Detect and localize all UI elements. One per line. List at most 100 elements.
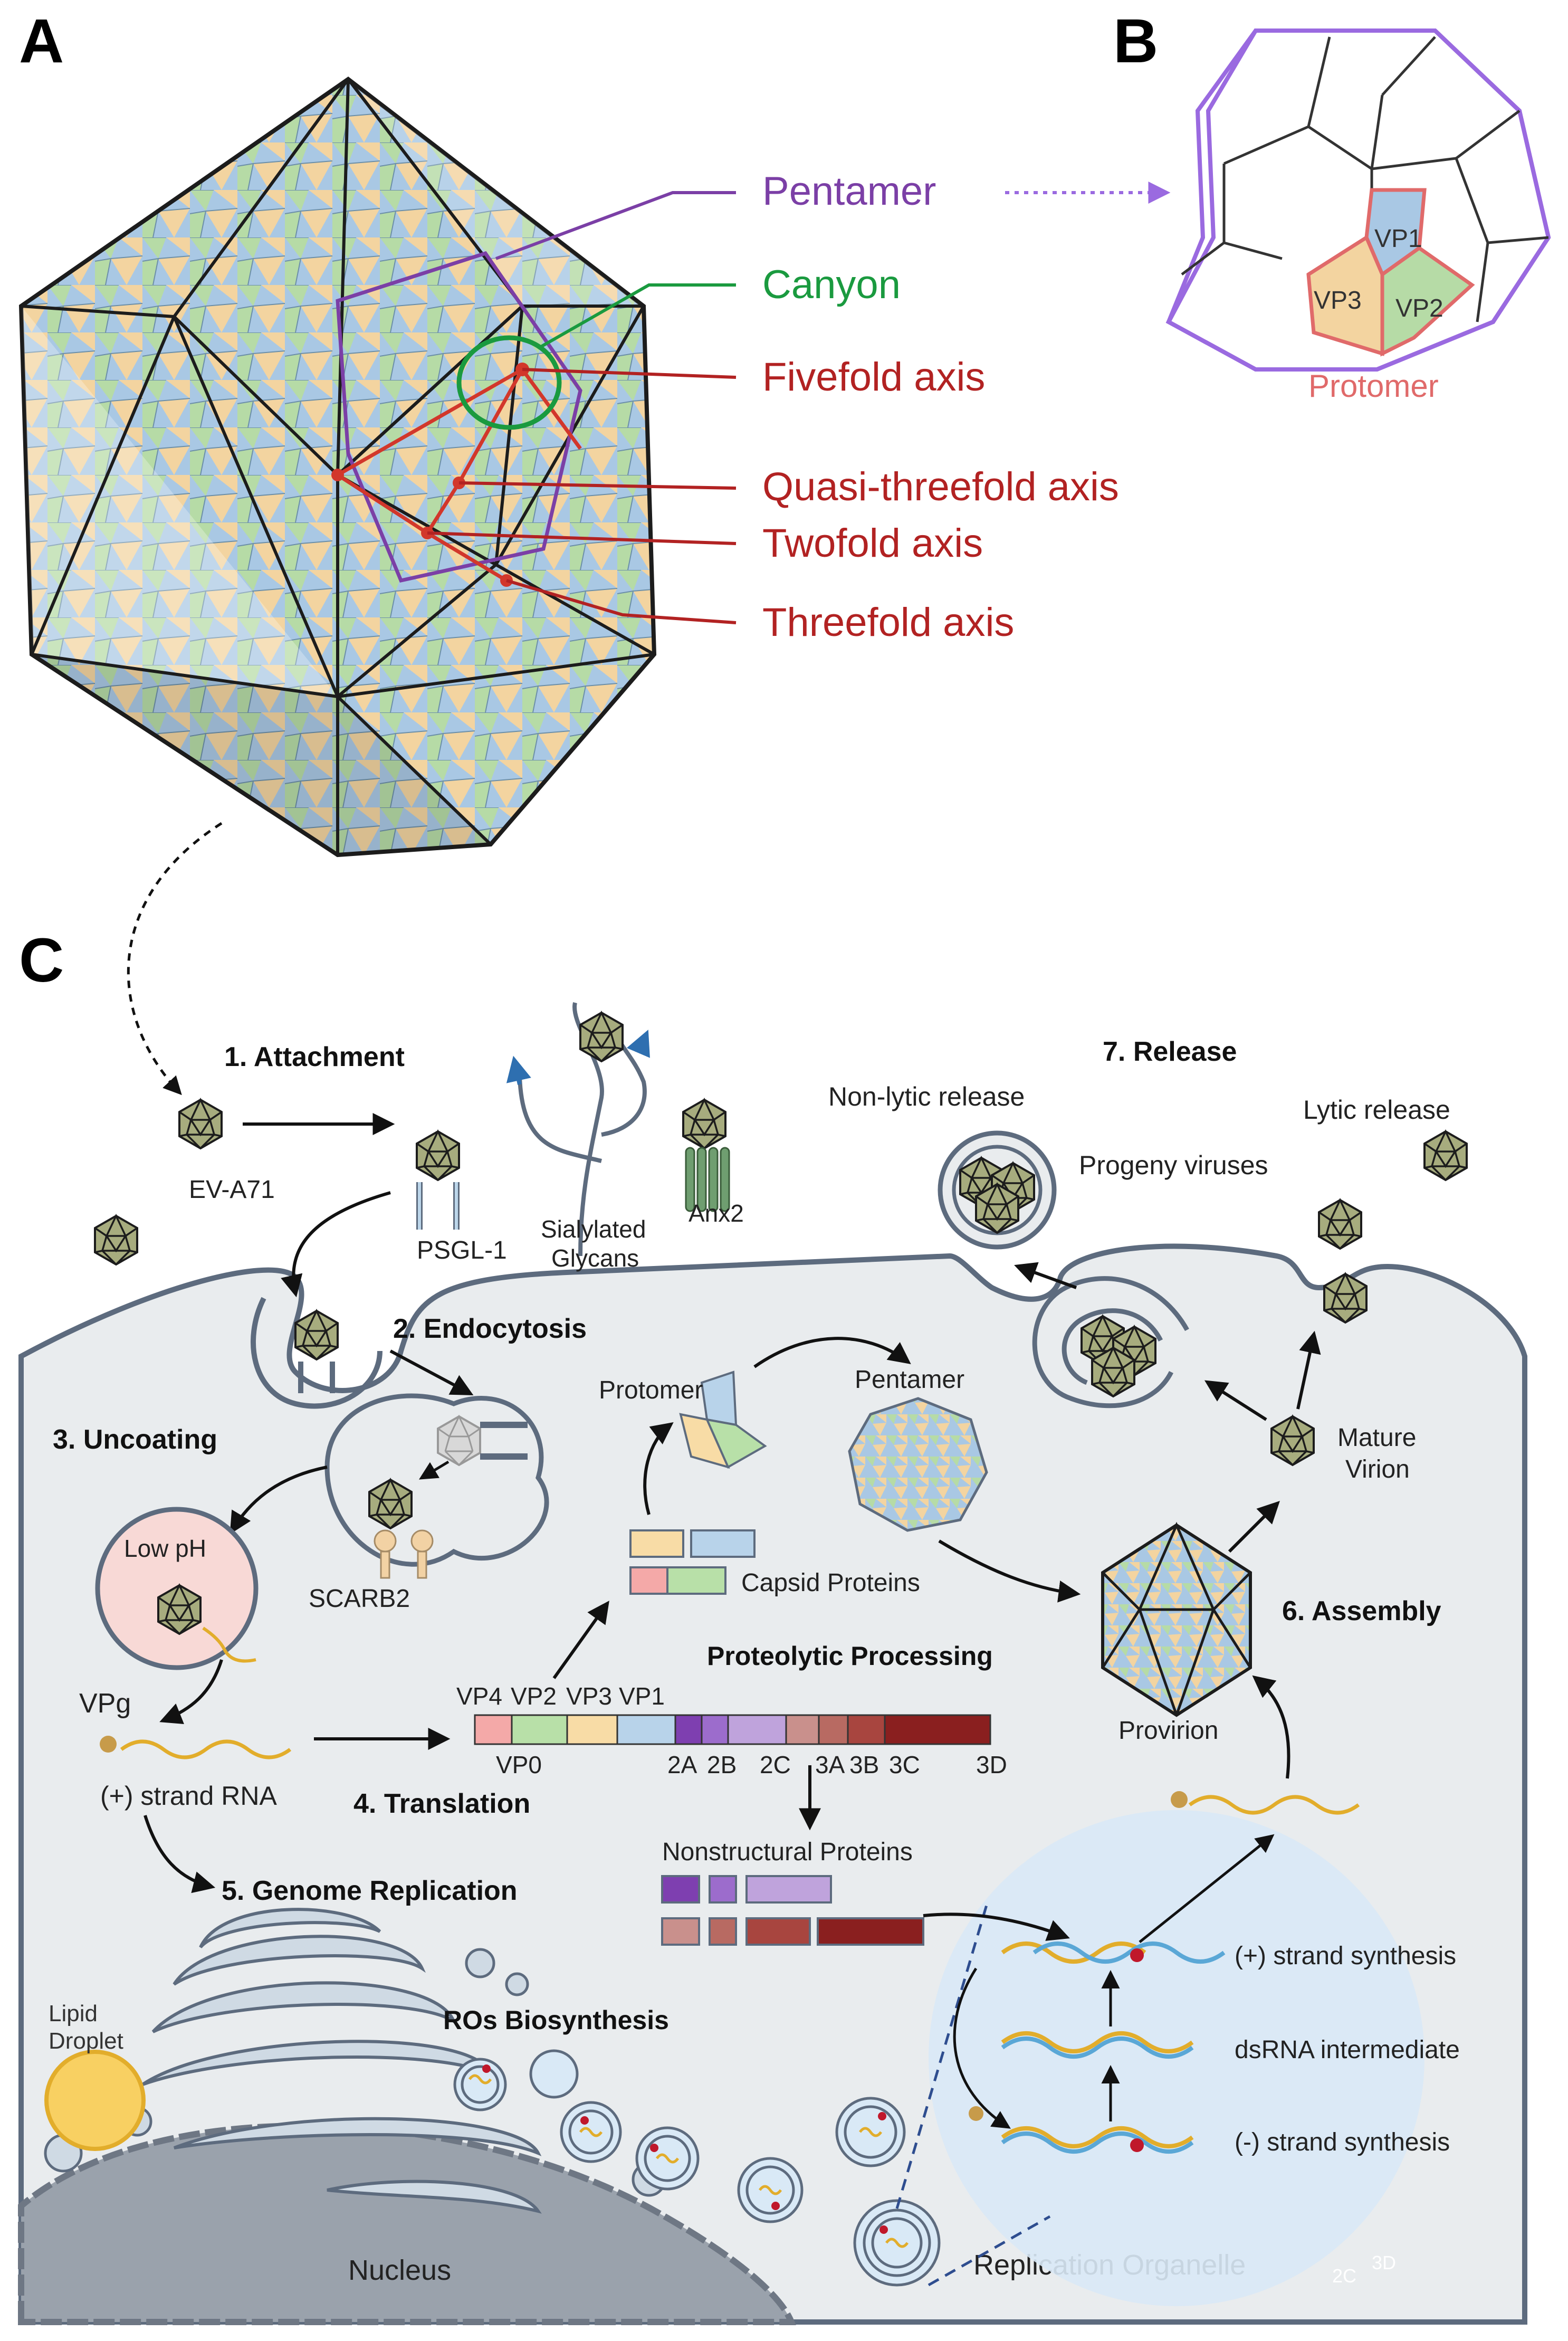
panel-label-b: B: [1113, 6, 1158, 76]
ev-a71-label: EV-A71: [189, 1176, 275, 1204]
progeny-label: Progeny viruses: [1079, 1150, 1268, 1180]
provirion-label: Provirion: [1118, 1717, 1218, 1745]
lipid-droplet: Lipid Droplet: [44, 2001, 146, 2151]
lipid-label: Lipid: [49, 2001, 98, 2026]
label-quasi-threefold-axis: Quasi-threefold axis: [762, 464, 1119, 509]
progeny-vesicle: [1032, 1276, 1189, 1409]
protomer-shape: [679, 1371, 767, 1469]
ev-a71-virus: [178, 1099, 223, 1149]
low-ph-label: Low pH: [124, 1535, 206, 1562]
polyprotein-segment-3a: [785, 1714, 820, 1745]
polyprotein-bottom-label: 3B: [849, 1751, 879, 1778]
sialylated-label: Sialylated: [541, 1215, 646, 1243]
polyprotein-segment-vp2: [511, 1714, 568, 1745]
non-lytic-label: Non-lytic release: [828, 1082, 1025, 1111]
nonstructural-label: Nonstructural Proteins: [662, 1838, 913, 1866]
released-virus-3: [1323, 1273, 1368, 1324]
scarb2-label: SCARB2: [309, 1585, 410, 1613]
low-ph-vesicle: [95, 1507, 259, 1670]
virus-on-glycans: [579, 1012, 624, 1062]
polyprotein-top-label: VP1: [619, 1682, 665, 1710]
endocytosed-virus: [294, 1310, 339, 1360]
virion-label: Virion: [1345, 1455, 1410, 1483]
free-virus-outside: [94, 1215, 138, 1265]
vp1-label: VP1: [1374, 225, 1422, 253]
provirion: [1101, 1521, 1252, 1717]
nucleus-label: Nucleus: [348, 2254, 451, 2286]
dsrna-label: dsRNA intermediate: [1235, 2036, 1460, 2064]
lytic-label: Lytic release: [1303, 1095, 1450, 1125]
protomer-c-label: Protomer: [599, 1376, 703, 1404]
step-assembly: 6. Assembly: [1282, 1596, 1441, 1626]
label-canyon: Canyon: [762, 262, 901, 307]
polyprotein-bottom-label: 3C: [889, 1751, 920, 1778]
step-translation: 4. Translation: [353, 1788, 530, 1819]
endosome: [324, 1393, 549, 1579]
arrow-capsid-to-cell: [127, 822, 223, 1096]
polyprotein-top-label: VP4: [456, 1682, 502, 1710]
polyprotein-segment-3b: [818, 1714, 849, 1745]
pentamer-schematic: VP1 VP2 VP3 Protomer: [1165, 28, 1551, 404]
polyprotein-bottom-label: 2B: [707, 1751, 737, 1778]
polyprotein-segment-2c: [727, 1714, 787, 1745]
pentamer-c: [848, 1397, 988, 1532]
polyprotein-bottom-label: 2C: [760, 1751, 791, 1778]
protomer-label: Protomer: [1308, 368, 1439, 404]
vp3-label: VP3: [1314, 287, 1362, 315]
polyprotein-segment-3d: [884, 1714, 991, 1745]
plus-synthesis-label: (+) strand synthesis: [1235, 1942, 1456, 1970]
nonstructural-blocks: [661, 1875, 924, 1946]
non-lytic-vesicle: [938, 1130, 1057, 1250]
step-endocytosis: 2. Endocytosis: [393, 1314, 587, 1344]
polyprotein-bottom-label: 2A: [667, 1751, 697, 1778]
label-twofold-axis: Twofold axis: [762, 521, 983, 566]
anx2-receptor: [682, 1099, 730, 1212]
mature-label: Mature: [1337, 1424, 1416, 1452]
proteolytic-label: Proteolytic Processing: [707, 1641, 993, 1671]
plus-rna-label: (+) strand RNA: [100, 1781, 277, 1811]
polyprotein-bottom-label: 3D: [976, 1751, 1007, 1778]
canyon-circle: [456, 335, 562, 430]
vpg-dot: [100, 1736, 117, 1753]
polyprotein-bottom-label: VP0: [496, 1751, 542, 1778]
label-fivefold-axis: Fivefold axis: [762, 355, 985, 399]
released-virus-1: [1423, 1130, 1468, 1181]
panel-label-c: C: [19, 926, 64, 995]
psgl1-label: PSGL-1: [417, 1236, 507, 1264]
label-pentamer: Pentamer: [762, 169, 936, 214]
faint-3d-label: 3D: [1372, 2252, 1396, 2273]
minus-synthesis-label: (-) strand synthesis: [1235, 2128, 1450, 2156]
panel-label-a: A: [19, 6, 64, 76]
anx2-label: Anx2: [689, 1200, 744, 1227]
pentamer-c-label: Pentamer: [855, 1366, 964, 1394]
step-genome-replication: 5. Genome Replication: [222, 1876, 518, 1906]
plus-rna-strand: [120, 1739, 292, 1759]
ros-label: ROs Biosynthesis: [443, 2005, 669, 2035]
polyprotein-segment-3c: [847, 1714, 886, 1745]
released-virus-2: [1318, 1199, 1362, 1250]
capsid-protein-blocks: [629, 1529, 756, 1595]
polyprotein-segment-vp3: [566, 1714, 618, 1745]
psgl1-receptor: [416, 1130, 460, 1230]
polyprotein-top-label: VP3: [566, 1682, 612, 1710]
polyprotein-segment-vp1: [616, 1714, 676, 1745]
droplet-label: Droplet: [49, 2028, 123, 2054]
icosahedral-capsid: [18, 77, 657, 858]
polyprotein-bottom-label: 3A: [815, 1751, 845, 1778]
pentamer-outline: [336, 251, 582, 583]
capsid-proteins-label: Capsid Proteins: [741, 1569, 920, 1597]
step-release: 7. Release: [1103, 1036, 1237, 1067]
vp2-label: VP2: [1395, 294, 1443, 322]
protomer-vp3: [1306, 234, 1384, 356]
polyprotein-segment-vp4: [474, 1714, 513, 1745]
glycans-label: Glycans: [551, 1244, 639, 1272]
polyprotein-segment-2b: [701, 1714, 729, 1745]
vpg-label: VPg: [79, 1688, 131, 1719]
faint-2c-label: 2C: [1332, 2265, 1356, 2287]
polyprotein-top-label: VP2: [511, 1682, 557, 1710]
mature-virion: [1270, 1415, 1315, 1466]
nucleus: [18, 2123, 796, 2325]
step-attachment: 1. Attachment: [224, 1042, 405, 1072]
